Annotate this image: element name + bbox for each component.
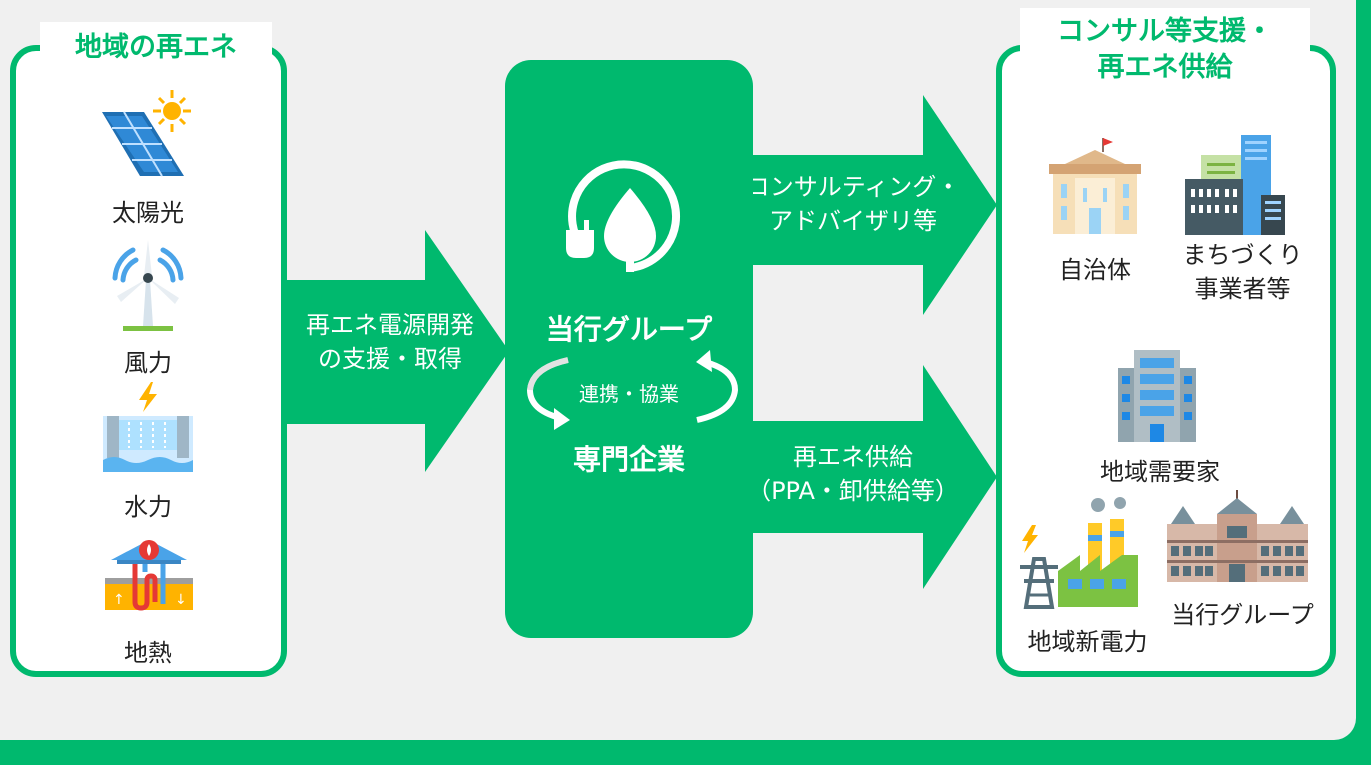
consulting-arrow-text: コンサルティング・ アドバイザリ等: [738, 170, 968, 238]
historic-building-icon: [1167, 490, 1308, 582]
office-towers-icon: [1185, 135, 1285, 235]
wind-label: 風力: [124, 349, 172, 377]
development-arrow-line2: の支援・取得: [318, 345, 462, 373]
supply-arrow-text: 再エネ供給 （PPA・卸供給等）: [738, 440, 968, 508]
center-top-label: 当行グループ: [545, 313, 713, 346]
development-arrow-text: 再エネ電源開発 の支援・取得: [275, 308, 505, 376]
center-bottom-label: 専門企業: [572, 443, 685, 476]
development-arrow-line1: 再エネ電源開発: [306, 311, 474, 339]
hydro-dam-icon: [103, 382, 193, 472]
consulting-arrow-line1: コンサルティング・: [745, 173, 961, 201]
regional-power-label: 地域新電力: [1027, 628, 1148, 656]
consulting-supply-title-line1: コンサル等支援・: [1057, 16, 1273, 47]
consulting-supply-title-line2: 再エネ供給: [1097, 52, 1233, 83]
power-plant-icon: [1020, 497, 1138, 609]
hydro-label: 水力: [124, 493, 172, 521]
bank-group-label: 当行グループ: [1171, 601, 1314, 629]
office-building-icon: [1118, 350, 1196, 442]
city-hall-icon: [1049, 138, 1141, 234]
solar-panel-icon: [102, 90, 191, 177]
consulting-supply-title: コンサル等支援・ 再エネ供給: [1020, 8, 1310, 102]
consulting-arrow: [745, 95, 997, 315]
consulting-arrow-line2: アドバイザリ等: [769, 207, 937, 235]
supply-arrow-line2: （PPA・卸供給等）: [747, 477, 959, 505]
regional-consumer-label: 地域需要家: [1100, 458, 1220, 486]
svg-text:↑: ↑: [113, 592, 125, 608]
svg-text:↓: ↓: [175, 592, 187, 608]
wind-turbine-icon: [112, 240, 184, 331]
municipality-label: 自治体: [1059, 256, 1131, 284]
town-developer-line1: まちづくり: [1182, 241, 1303, 269]
supply-arrow: [745, 365, 997, 589]
cycle-arrows-icon: [526, 350, 739, 430]
town-developer-label: まちづくり 事業者等: [1170, 238, 1315, 306]
solar-label: 太陽光: [112, 199, 184, 227]
geothermal-label: 地熱: [124, 639, 172, 667]
development-arrow: [287, 230, 509, 472]
geothermal-icon: ↑ ↓: [105, 540, 193, 611]
center-box: [505, 60, 753, 638]
supply-arrow-line1: 再エネ供給: [793, 443, 913, 471]
regional-renewables-title: 地域の再エネ: [40, 22, 272, 74]
cooperation-label: 連携・協業: [579, 382, 679, 406]
leaf-plug-icon: [566, 160, 681, 272]
town-developer-line2: 事業者等: [1194, 275, 1291, 303]
